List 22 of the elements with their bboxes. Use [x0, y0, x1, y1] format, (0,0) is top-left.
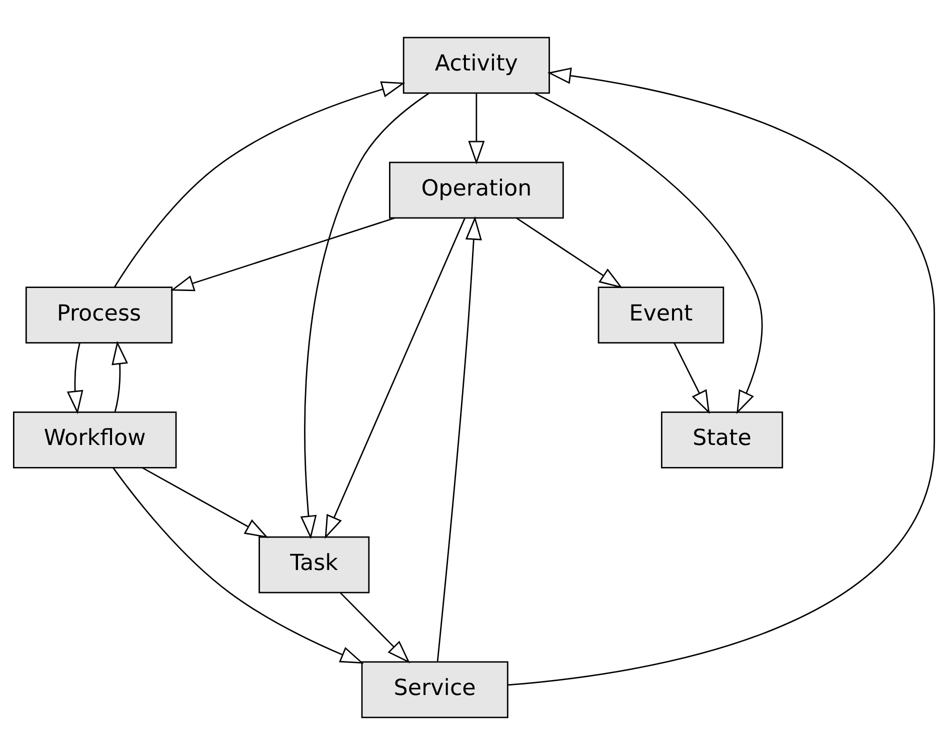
node-box: Activity — [402, 36, 550, 94]
arrow — [114, 80, 406, 287]
arrow — [66, 342, 84, 414]
arrow — [674, 342, 710, 414]
arrow — [170, 216, 395, 291]
arrow — [340, 592, 410, 663]
node-box: Event — [598, 286, 724, 343]
node-box: State — [660, 411, 784, 468]
arrow — [468, 92, 485, 164]
arrow — [534, 92, 763, 414]
arrow — [112, 466, 364, 664]
arrow — [300, 92, 430, 539]
arrow — [436, 216, 482, 662]
node-box: Task — [258, 536, 370, 593]
arrow — [142, 466, 268, 538]
node-box: Service — [361, 660, 508, 718]
node-box: Operation — [389, 161, 564, 218]
arrow — [508, 67, 936, 686]
node-box: Workflow — [12, 411, 177, 468]
arrow — [112, 340, 128, 412]
arrow — [516, 216, 623, 288]
node-box: Process — [25, 286, 173, 343]
